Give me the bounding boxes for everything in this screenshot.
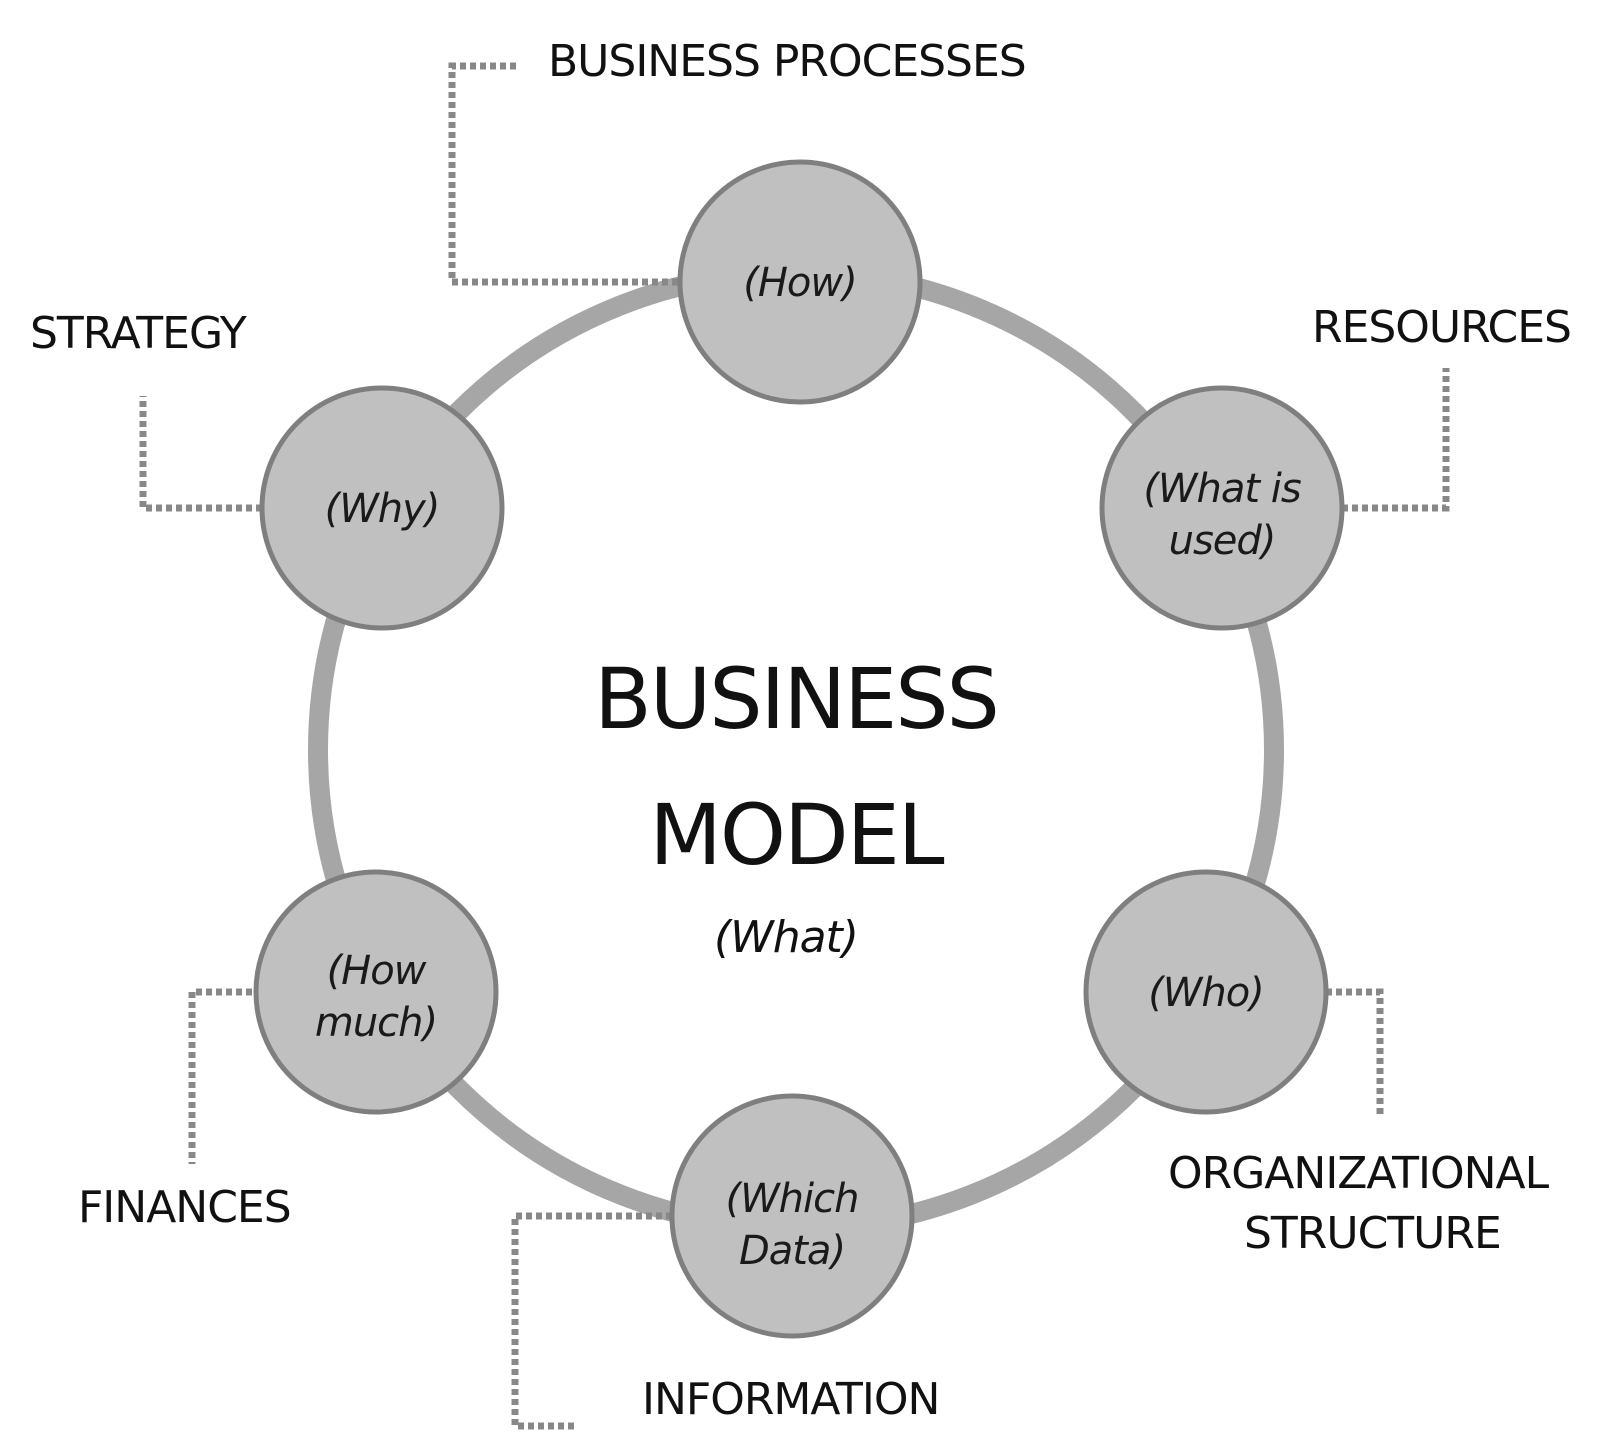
node-circle-organizational-structure	[1083, 869, 1329, 1115]
node-business-processes: (How)	[677, 159, 923, 405]
node-circle-resources	[1099, 385, 1345, 631]
connector-information	[511, 1212, 672, 1430]
question-how: (How)	[743, 260, 856, 306]
connector-organizational-structure	[1326, 988, 1384, 1116]
node-organizational-structure: (Who)	[1083, 869, 1329, 1115]
node-circle-information	[669, 1093, 915, 1339]
connector-finances	[188, 988, 252, 1164]
label-strategy: STRATEGY	[30, 308, 247, 359]
label-organizational-structure-line2: STRUCTURE	[1244, 1208, 1501, 1259]
node-circle-finances	[253, 869, 499, 1115]
label-information: INFORMATION	[642, 1374, 939, 1425]
question-which-data-line1: (Which	[726, 1176, 859, 1222]
label-business-processes: BUSINESS PROCESSES	[548, 36, 1026, 87]
center-title-line1: BUSINESS	[594, 650, 998, 748]
node-circle-strategy	[259, 385, 505, 631]
node-strategy: (Why)	[259, 385, 505, 631]
question-what-is-used-line2: used)	[1169, 518, 1276, 564]
center-title-line2: MODEL	[649, 786, 944, 884]
connector-business-processes	[448, 62, 678, 286]
node-resources: (What is used)	[1099, 385, 1345, 631]
connector-resources	[1342, 368, 1450, 512]
question-how-much-line2: much)	[315, 1000, 437, 1046]
question-why: (Why)	[325, 486, 440, 532]
label-finances: FINANCES	[78, 1182, 291, 1233]
question-which-data-line2: Data)	[739, 1228, 845, 1274]
question-who: (Who)	[1148, 970, 1264, 1016]
connector-strategy	[139, 396, 262, 512]
label-resources: RESOURCES	[1312, 302, 1571, 353]
question-what-is-used-line1: (What is	[1143, 466, 1301, 512]
node-circle-business-processes	[677, 159, 923, 405]
question-how-much-line1: (How	[327, 948, 427, 994]
center-subtitle: (What)	[714, 912, 858, 963]
node-information: (Which Data)	[669, 1093, 915, 1339]
node-finances: (How much)	[253, 869, 499, 1115]
label-organizational-structure-line1: ORGANIZATIONAL	[1168, 1148, 1550, 1199]
